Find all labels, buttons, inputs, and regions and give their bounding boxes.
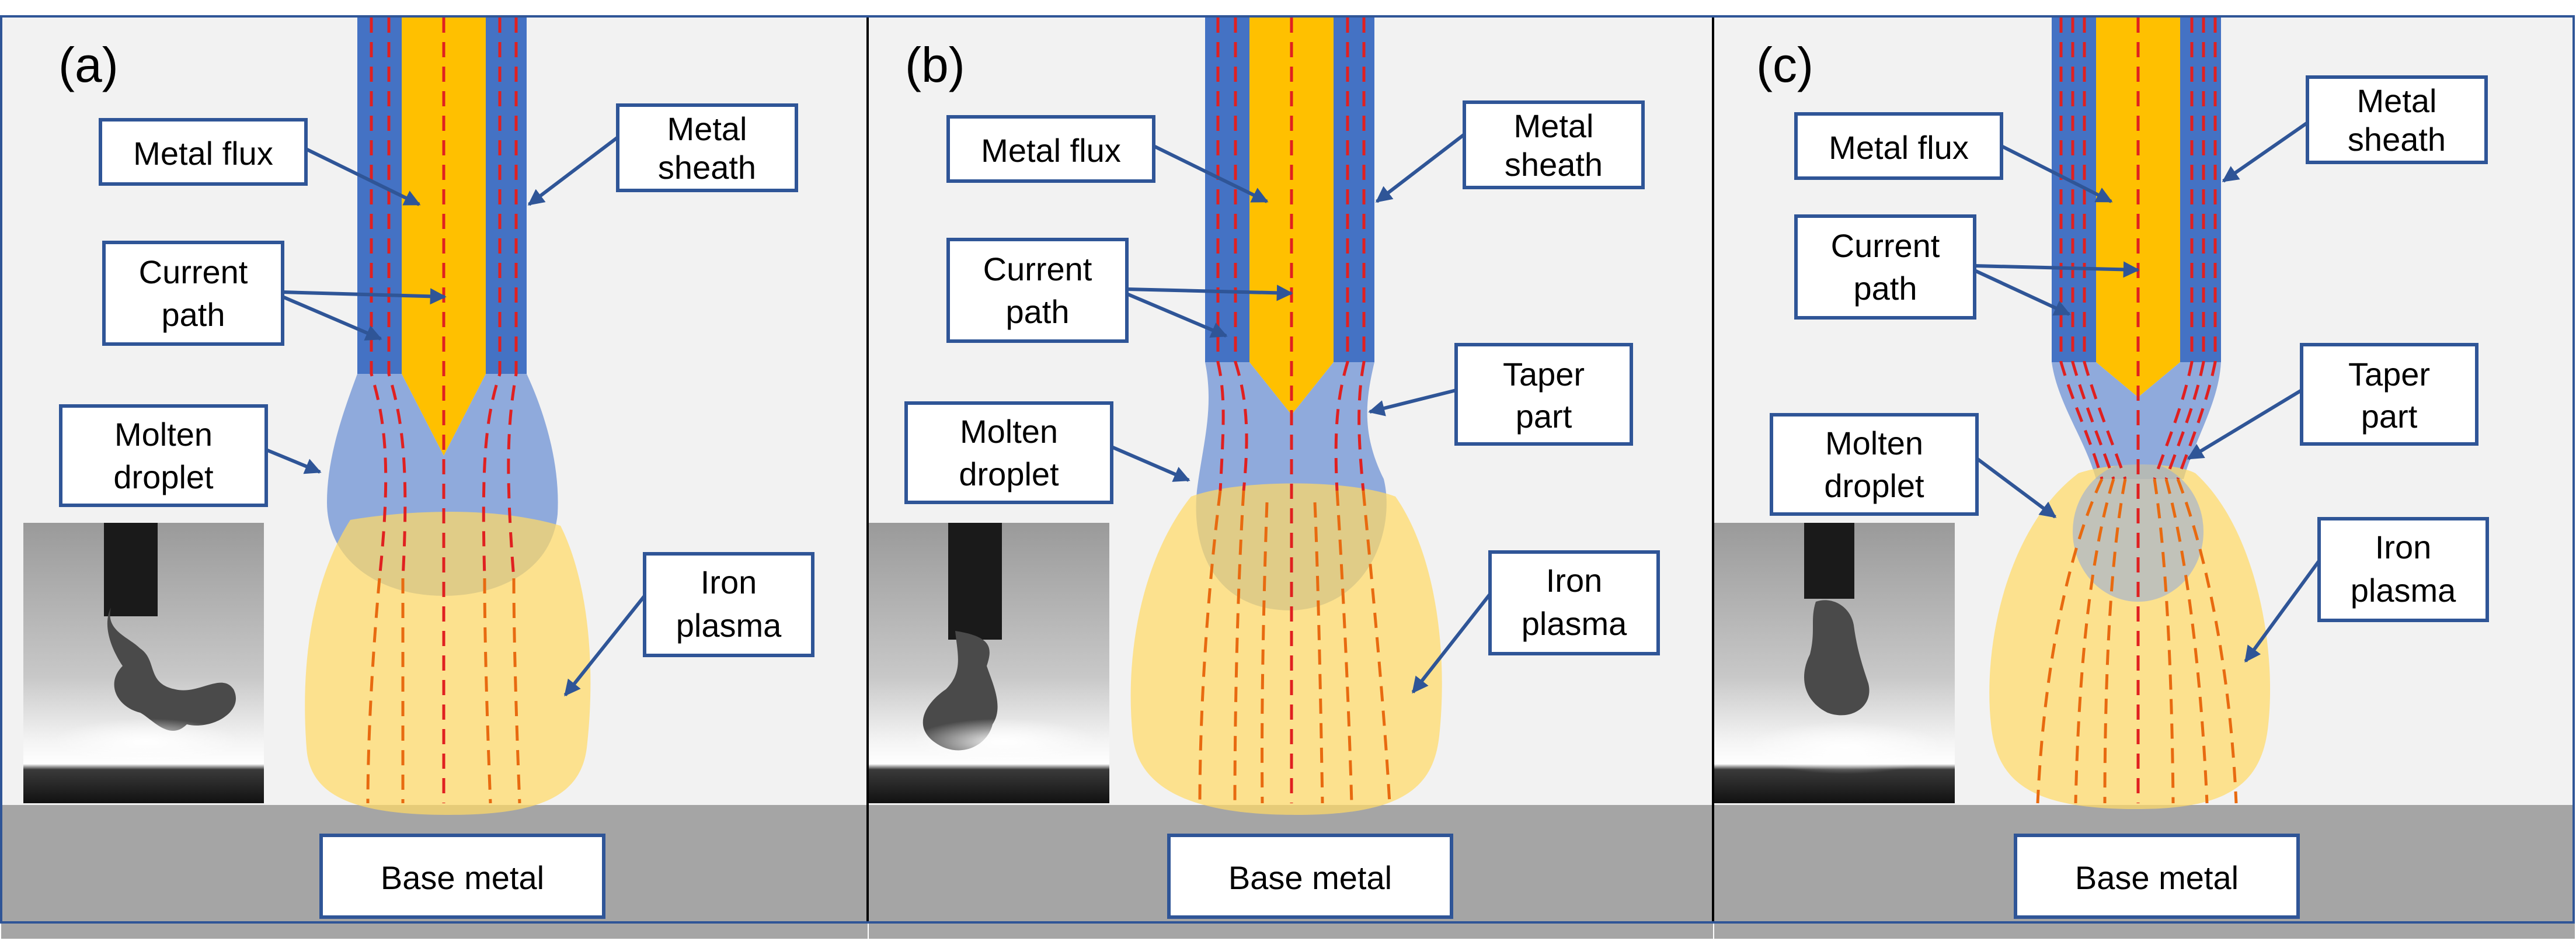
panel-c-metal-flux <box>2096 18 2180 397</box>
panel-a-iron-plasma-label-2: plasma <box>676 607 782 644</box>
panel-b-metal-sheath-label-2: sheath <box>1505 146 1603 183</box>
panel-a-molten-droplet-box <box>59 404 268 507</box>
panel-a-current-path-label-1: Current <box>139 254 248 290</box>
panel-c-current-path-label-2: path <box>1854 270 1917 307</box>
panel-b-iron-plasma-label-2: plasma <box>1522 605 1627 642</box>
panel-a-metal-sheath-box <box>616 103 798 192</box>
panel-b-molten-droplet-label-2: droplet <box>959 456 1059 492</box>
panel-b-current-path-box <box>946 238 1129 343</box>
panel-c-letter: (c) <box>1756 37 1813 92</box>
panel-c-base-metal-label: Base metal <box>2075 859 2239 896</box>
panel-c-photo <box>1714 523 1955 803</box>
panel-c-metal-sheath-label-1: Metal <box>2357 82 2437 119</box>
panel-a-molten-droplet-label-2: droplet <box>113 459 214 495</box>
panel-b-current-path-label-1: Current <box>983 251 1092 287</box>
panel-b-base-metal-box <box>1167 834 1453 919</box>
panel-c-base-metal-box <box>2014 834 2300 919</box>
panel-a-molten-droplet-label-1: Molten <box>114 416 213 453</box>
panel-a-base-metal-label: Base metal <box>381 859 544 896</box>
panel-c-molten-droplet-box <box>1770 413 1979 516</box>
panel-a-photo <box>23 523 264 803</box>
panel-a-metal-flux-label: Metal flux <box>133 135 273 172</box>
panel-b-plasma-lines <box>1198 490 1391 804</box>
panel-a-plasma-lines <box>366 578 521 804</box>
panel-a-iron-plasma-box <box>643 552 814 657</box>
panel-a: (a) Metal flux Metal sheath Current path… <box>1 16 868 939</box>
panel-a-iron-plasma-label-1: Iron <box>701 564 757 601</box>
panel-b-arrows <box>1111 133 1492 694</box>
figure-frame <box>0 15 2575 924</box>
panel-c-metal-sheath-box <box>2306 75 2488 164</box>
panel-a-iron-plasma <box>305 512 591 815</box>
panel-b-metal-sheath-label-1: Metal <box>1514 107 1594 144</box>
panel-b-photo <box>869 523 1109 803</box>
panel-c-taper-part-box <box>2300 343 2478 446</box>
panel-a-metal-flux <box>402 18 486 456</box>
panel-a-metal-sheath-label-2: sheath <box>658 149 756 186</box>
panel-b-molten-droplet-box <box>904 401 1113 504</box>
panel-a-base-metal-box <box>319 834 605 919</box>
panel-c-plasma-lines <box>2036 478 2238 804</box>
panel-b: (b) Metal flux Metal sheath Current path… <box>869 16 1713 939</box>
panel-c-metal-sheath-label-2: sheath <box>2348 121 2446 158</box>
panel-b-base-metal-label: Base metal <box>1228 859 1392 896</box>
panel-a-current-path-label-2: path <box>162 296 225 333</box>
panel-c: (c) Metal flux Metal sheath Current path… <box>1714 16 2575 939</box>
panel-b-taper-part-box <box>1454 343 1633 446</box>
panel-c-molten-droplet-label-2: droplet <box>1824 467 1924 504</box>
panel-c-iron-plasma-box <box>2317 517 2489 622</box>
panel-c-molten-droplet <box>2073 461 2203 602</box>
panel-c-iron-plasma-label-2: plasma <box>2351 572 2456 609</box>
panel-b-current-lines <box>1216 18 1366 803</box>
panel-b-molten-droplet-label-1: Molten <box>960 413 1058 450</box>
panel-b-iron-plasma-label-1: Iron <box>1546 562 1603 599</box>
panel-b-metal-flux-label: Metal flux <box>981 132 1121 169</box>
panel-b-metal-sheath-box <box>1463 100 1645 189</box>
panel-a-letter: (a) <box>58 37 119 92</box>
panel-a-metal-sheath-label-1: Metal <box>667 110 747 147</box>
panel-b-iron-plasma <box>1130 483 1442 815</box>
panel-b-taper-part-label-2: part <box>1516 398 1572 435</box>
panel-a-current-lines <box>370 18 518 803</box>
panel-b-iron-plasma-box <box>1488 550 1660 655</box>
panel-b-taper-part-label-1: Taper <box>1503 356 1585 393</box>
panel-c-taper-part-label-2: part <box>2361 398 2418 435</box>
panel-c-current-path-box <box>1794 214 1976 320</box>
panel-c-current-lines <box>2059 18 2217 803</box>
panel-b-metal-flux-box <box>946 115 1155 183</box>
panel-c-iron-plasma-label-1: Iron <box>2375 529 2432 565</box>
panel-b-current-path-label-2: path <box>1006 293 1070 330</box>
panel-c-metal-flux-label: Metal flux <box>1829 129 1969 166</box>
panel-c-taper-part-label-1: Taper <box>2348 356 2430 393</box>
panel-c-current-path-label-1: Current <box>1831 227 1940 264</box>
panel-c-molten-droplet-label-1: Molten <box>1825 425 1923 461</box>
panel-c-arrows <box>1973 121 2321 663</box>
panel-a-metal-flux-box <box>99 118 308 186</box>
panel-a-arrows <box>265 136 646 697</box>
panel-b-letter: (b) <box>905 37 965 92</box>
